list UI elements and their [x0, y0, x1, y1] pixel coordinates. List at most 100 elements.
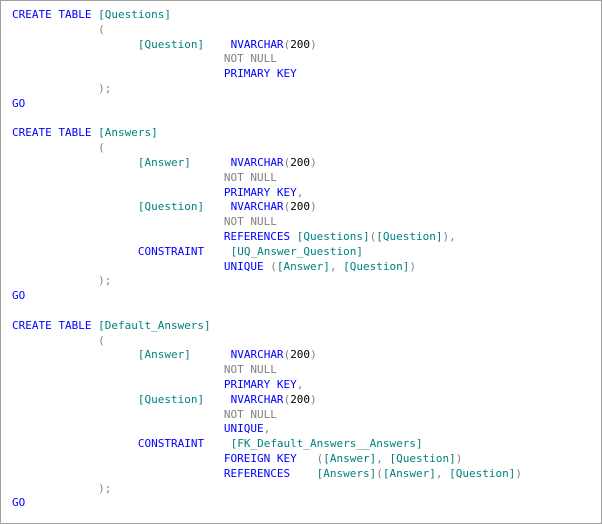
sql-keyword: CREATE TABLE [12, 126, 99, 140]
sql-keyword: REFERENCES [223, 229, 297, 243]
sql-text [204, 200, 231, 213]
sql-identifier: [Question] [376, 229, 443, 243]
code-line: CREATE TABLE [Questions] [12, 8, 522, 23]
code-line [12, 304, 522, 319]
sql-punctuation: NOT NULL [223, 363, 277, 377]
sql-text [12, 171, 224, 184]
sql-identifier: [Questions] [98, 8, 171, 21]
sql-keyword: PRIMARY KEY [223, 377, 297, 391]
sql-text [12, 348, 138, 361]
code-line: NOT NULL [12, 408, 522, 423]
code-line: ( [12, 23, 522, 38]
code-line: PRIMARY KEY, [12, 378, 522, 393]
sql-identifier: [Answer] [382, 466, 436, 480]
sql-keyword: REFERENCES [223, 466, 291, 480]
sql-punctuation: NOT NULL [223, 215, 277, 229]
sql-text [290, 467, 317, 480]
sql-punctuation: ) [310, 200, 317, 214]
code-line [12, 112, 522, 127]
sql-punctuation: ); [12, 81, 112, 95]
code-line: CONSTRAINT [UQ_Answer_Question] [12, 245, 522, 260]
sql-identifier: [Question] [137, 200, 205, 214]
sql-punctuation: , [376, 451, 390, 465]
code-line: CREATE TABLE [Default_Answers] [12, 319, 522, 334]
code-line: [Question] NVARCHAR(200) [12, 200, 522, 215]
sql-text: 200 [290, 200, 311, 214]
sql-identifier: [Answer] [323, 451, 377, 465]
sql-identifier: [FK_Default_Answers__Answers] [230, 437, 423, 451]
sql-text [12, 156, 138, 169]
sql-punctuation: , [296, 185, 304, 199]
sql-punctuation: NOT NULL [223, 170, 277, 184]
sql-identifier: [Question] [449, 466, 516, 480]
code-line: ); [12, 482, 522, 497]
sql-punctuation: ), [442, 229, 456, 243]
code-line: CREATE TABLE [Answers] [12, 126, 522, 141]
sql-punctuation: ( [376, 466, 383, 480]
code-line: FOREIGN KEY ([Answer], [Question]) [12, 452, 522, 467]
code-line: REFERENCES [Questions]([Question]), [12, 230, 522, 245]
sql-keyword: NVARCHAR [230, 155, 284, 169]
code-line: UNIQUE, [12, 422, 522, 437]
sql-identifier: [Questions] [296, 229, 370, 243]
sql-keyword: CONSTRAINT [137, 437, 205, 451]
sql-identifier: [Answers] [98, 126, 158, 140]
sql-text [12, 52, 224, 65]
sql-keyword: CONSTRAINT [137, 244, 205, 258]
sql-identifier: [Question] [343, 259, 410, 273]
sql-keyword: NVARCHAR [230, 200, 284, 214]
sql-text [204, 245, 231, 258]
code-line: [Answer] NVARCHAR(200) [12, 156, 522, 171]
sql-text [12, 200, 138, 213]
sql-punctuation: ); [12, 274, 112, 288]
sql-punctuation: ) [310, 392, 317, 406]
sql-text [12, 38, 138, 51]
sql-keyword: FOREIGN KEY [223, 451, 297, 465]
sql-text [12, 363, 224, 376]
sql-text: 200 [290, 392, 311, 406]
sql-text [204, 393, 231, 406]
sql-punctuation: NOT NULL [223, 407, 277, 421]
code-line: NOT NULL [12, 171, 522, 186]
sql-identifier: [Question] [389, 451, 456, 465]
sql-text [12, 467, 224, 480]
sql-punctuation: NOT NULL [223, 52, 277, 66]
sql-text [12, 215, 224, 228]
sql-punctuation: ( [283, 392, 291, 406]
sql-text [297, 452, 317, 465]
sql-punctuation: ) [455, 451, 463, 465]
sql-punctuation: , [435, 466, 450, 480]
sql-keyword: UNIQUE [223, 259, 271, 273]
sql-text [12, 393, 138, 406]
sql-keyword: CREATE TABLE [12, 318, 99, 332]
code-line: GO [12, 496, 522, 511]
code-line: REFERENCES [Answers]([Answer], [Question… [12, 467, 522, 482]
code-line: ); [12, 274, 522, 289]
sql-text [12, 186, 224, 199]
code-line: PRIMARY KEY [12, 67, 522, 82]
sql-text [12, 422, 224, 435]
sql-punctuation: ( [12, 22, 105, 36]
sql-text [191, 348, 231, 361]
sql-text [12, 378, 224, 391]
sql-text [12, 437, 138, 450]
sql-keyword: NVARCHAR [230, 37, 284, 51]
sql-keyword: NVARCHAR [230, 392, 284, 406]
sql-identifier: [Answer] [137, 155, 191, 169]
sql-identifier: [Answer] [276, 259, 330, 273]
code-line: NOT NULL [12, 52, 522, 67]
sql-code-block: CREATE TABLE [Questions] ( [Question] NV… [12, 8, 522, 511]
sql-punctuation: ( [12, 333, 105, 347]
sql-keyword: GO [12, 96, 26, 110]
sql-punctuation: ( [283, 200, 291, 214]
code-line: [Answer] NVARCHAR(200) [12, 348, 522, 363]
sql-text [12, 408, 224, 421]
sql-text [12, 260, 224, 273]
sql-text [191, 156, 231, 169]
sql-punctuation: , [296, 377, 304, 391]
sql-punctuation: ( [283, 37, 291, 51]
code-line: CONSTRAINT [FK_Default_Answers__Answers] [12, 437, 522, 452]
sql-punctuation: ) [409, 259, 416, 273]
sql-keyword: CREATE TABLE [12, 8, 99, 21]
sql-keyword: PRIMARY KEY [223, 67, 297, 81]
